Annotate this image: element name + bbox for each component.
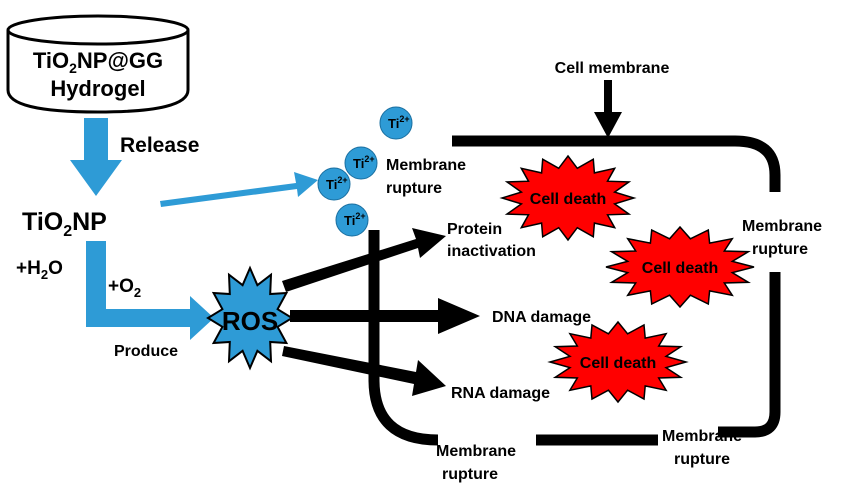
cell-membrane-arrow <box>594 80 622 138</box>
svg-text:Cell death: Cell death <box>530 191 606 208</box>
ros-burst: ROS <box>206 265 294 371</box>
ti-ion: Ti2+ <box>317 167 351 201</box>
cell-death-burst: Cell death <box>547 320 689 404</box>
dna-arrow <box>290 298 480 334</box>
protein-inactivation-label: Protein <box>447 221 502 238</box>
membrane-rupture-label: rupture <box>442 466 498 483</box>
ti-ion: Ti2+ <box>335 203 369 237</box>
ros-label: ROS <box>222 306 278 336</box>
membrane-rupture-label: rupture <box>752 241 808 258</box>
svg-text:Ti2+: Ti2+ <box>344 211 366 228</box>
hydrogel-container: TiO2NP@GG Hydrogel <box>6 14 190 114</box>
svg-text:Cell death: Cell death <box>642 260 718 277</box>
rna-damage-label: RNA damage <box>451 385 550 402</box>
cell-death-burst: Cell death <box>499 154 637 242</box>
ros-produce-arrow <box>86 241 214 340</box>
membrane-rupture-label: Membrane <box>742 218 822 235</box>
dna-damage-label: DNA damage <box>492 309 591 326</box>
cell-death-burst: Cell death <box>605 225 755 309</box>
membrane-rupture-label: Membrane <box>662 428 742 445</box>
release-label: Release <box>120 134 199 157</box>
svg-text:Ti2+: Ti2+ <box>326 175 348 192</box>
protein-arrow <box>282 228 446 292</box>
svg-text:Ti2+: Ti2+ <box>353 154 375 171</box>
svg-text:Ti2+: Ti2+ <box>388 114 410 131</box>
membrane-rupture-label: rupture <box>386 180 442 197</box>
cell-membrane-outline <box>368 135 781 446</box>
membrane-rupture-label: Membrane <box>386 157 466 174</box>
rna-arrow <box>282 346 446 396</box>
protein-inactivation-label: inactivation <box>447 243 536 260</box>
water-label: +H2O <box>16 258 63 282</box>
nanoparticle-label: TiO2NP <box>22 208 107 240</box>
hydrogel-label-line2: Hydrogel <box>50 76 145 101</box>
produce-label: Produce <box>114 343 178 360</box>
ion-release-arrow <box>160 172 318 207</box>
cell-membrane-label: Cell membrane <box>555 60 670 77</box>
membrane-rupture-label: Membrane <box>436 443 516 460</box>
membrane-rupture-label: rupture <box>674 451 730 468</box>
oxygen-label: +O2 <box>108 276 141 300</box>
hydrogel-label-line1: TiO2NP@GG <box>33 48 163 76</box>
ti-ion: Ti2+ <box>344 146 378 180</box>
svg-text:Cell death: Cell death <box>580 355 656 372</box>
release-arrow <box>70 118 122 196</box>
ti-ion: Ti2+ <box>379 106 413 140</box>
